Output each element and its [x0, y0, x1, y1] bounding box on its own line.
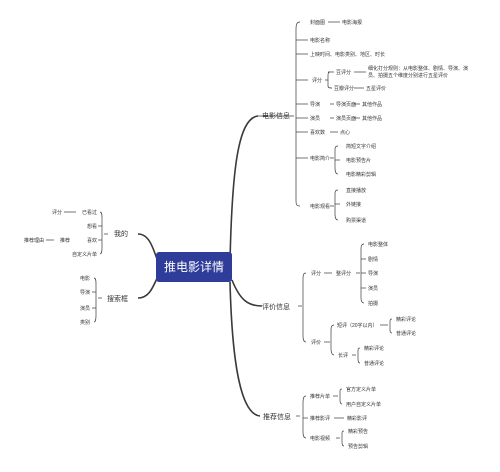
node-rating: 评分: [312, 77, 322, 84]
node-like: 喜欢: [87, 237, 97, 244]
node-intro: 电影简介: [310, 155, 330, 162]
node-long-normal: 普通评论: [364, 360, 384, 367]
node-director-works: 其他作品: [362, 101, 382, 108]
node-video-clips: 预告剪辑: [348, 443, 368, 450]
node-rec-review: 推荐影评: [310, 415, 330, 422]
node-comments: 评价: [311, 339, 321, 346]
node-douban-desc-2: 员、拍摄五个维度分别进行五星评价: [368, 72, 448, 79]
node-search-movie: 电影: [80, 275, 90, 282]
node-actor-works: 其他作品: [362, 115, 382, 122]
node-douban-desc-1: 细化打分规则：从电影整体、剧情、导演、演: [368, 65, 468, 72]
node-poster: 电影海报: [342, 19, 362, 26]
node-dim-shoot: 拍摄: [368, 300, 378, 307]
node-dim-director: 导演: [368, 270, 378, 277]
node-actor: 演员: [310, 115, 320, 122]
node-custom-list: 自定义片单: [72, 251, 97, 258]
node-search-actor: 演员: [80, 305, 90, 312]
central-node: [156, 252, 232, 282]
node-likes: 喜欢数: [310, 129, 325, 136]
node-user-list: 用户自定义片单: [346, 401, 381, 408]
branch-search: 搜索框: [107, 294, 128, 303]
node-cover: 封面图: [310, 19, 325, 26]
node-search-director: 导演: [80, 289, 90, 296]
node-long-review: 长评: [338, 352, 348, 359]
node-want: 想看: [87, 223, 97, 230]
branch-movie-info: 电影信息: [262, 111, 290, 120]
node-trailer: 电影预告片: [346, 157, 371, 164]
node-watch: 电影观看: [310, 203, 330, 210]
node-name: 电影名称: [310, 37, 330, 44]
node-douban: 豆评分: [336, 69, 351, 76]
node-external: 外链接: [346, 201, 361, 208]
node-meta: 上映时间、电影类别、地区、时长: [310, 51, 385, 58]
branch-review-info: 评价信息: [262, 302, 290, 311]
node-director: 导演: [310, 101, 320, 108]
central-topic: 推电影详情: [164, 259, 224, 274]
node-dim-overall: 电影整体: [368, 241, 388, 248]
node-site-rating: 豆瓣评分: [334, 85, 354, 92]
node-official-list: 官方定义片单: [346, 386, 376, 393]
node-five-star: 五星评价: [366, 85, 386, 92]
node-intro-text: 简短文字介绍: [346, 143, 376, 150]
node-video: 电影视频: [310, 435, 330, 442]
node-rec-reason: 推荐理由: [24, 237, 44, 244]
node-dim-plot: 剧情: [368, 256, 378, 263]
node-mine-rating: 评分: [52, 209, 62, 216]
node-recommend: 推荐: [60, 237, 70, 244]
node-short-review: 短评（20字以内）: [337, 322, 378, 329]
node-watched: 已看过: [82, 209, 97, 216]
node-review-rating: 评分: [311, 270, 321, 277]
node-play: 直接播放: [346, 187, 366, 194]
branch-recommend-info: 推荐信息: [263, 412, 291, 421]
node-clips: 电影精彩剪辑: [346, 171, 376, 178]
node-short-normal: 普通评论: [396, 330, 416, 337]
node-playlist: 推荐片单: [310, 393, 330, 400]
node-short-good: 精彩评论: [396, 316, 416, 323]
node-long-good: 精彩评论: [364, 345, 384, 352]
node-channels: 购票渠道: [346, 217, 366, 224]
node-good-review: 精彩影评: [347, 415, 367, 422]
node-dim-actor: 演员: [368, 285, 378, 292]
branch-mine: 我的: [114, 229, 128, 238]
node-heart: 点心: [340, 129, 350, 136]
connector-lines: [46, 21, 393, 447]
node-search-genre: 类别: [80, 319, 90, 326]
node-director-page: 导演页面: [336, 101, 356, 108]
node-dim-rating: 整评分: [336, 270, 351, 277]
node-video-trailer: 精彩预告: [348, 428, 368, 435]
node-actor-page: 演员页面: [336, 115, 356, 122]
